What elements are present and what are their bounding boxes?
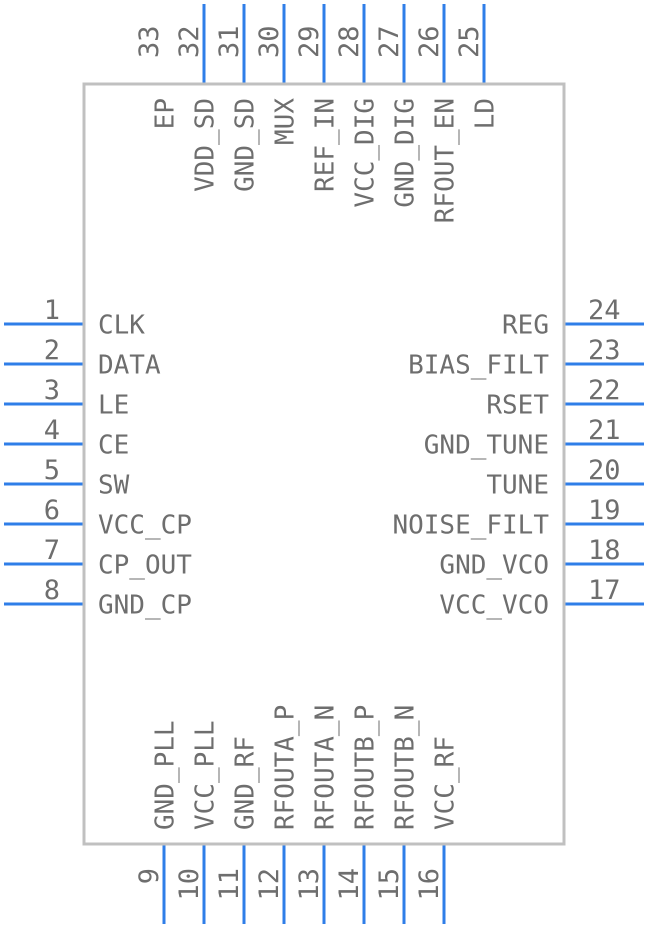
pin-name-20: TUNE [486,471,549,501]
pin-name-10: VCC_PLL [191,720,221,830]
pin-number-12: 12 [254,868,285,901]
pin-name-14: RFOUTB_P [351,705,381,830]
pin-number-6: 6 [44,495,60,526]
pin-name-18: GND_VCO [439,551,549,581]
pin-name-25: LD [471,98,501,129]
pin-number-30: 30 [254,25,285,58]
pin-name-4: CE [98,431,129,461]
pin-name-15: RFOUTB_N [391,705,421,830]
pin-number-14: 14 [334,868,365,901]
pin-name-8: GND_CP [98,591,192,621]
pin-name-13: RFOUTA_N [311,705,341,830]
pin-name-23: BIAS_FILT [408,351,549,381]
pin-name-29: REF_IN [311,98,341,192]
pin-number-11: 11 [214,868,245,901]
pin-number-13: 13 [294,868,325,901]
pin-number-24: 24 [588,295,621,326]
pin-number-28: 28 [334,25,365,58]
pin-number-27: 27 [374,25,405,58]
pin-name-21: GND_TUNE [424,431,549,461]
pin-number-33: 33 [134,25,165,58]
pin-name-3: LE [98,391,129,421]
pin-number-32: 32 [174,25,205,58]
pin-number-16: 16 [414,868,445,901]
pin-name-7: CP_OUT [98,551,192,581]
pin-number-7: 7 [44,535,60,566]
pin-name-2: DATA [98,351,161,381]
pin-number-22: 22 [588,375,621,406]
pin-number-15: 15 [374,868,405,901]
pin-number-31: 31 [214,25,245,58]
pin-number-19: 19 [588,495,621,526]
pin-number-20: 20 [588,455,621,486]
pin-number-17: 17 [588,575,621,606]
pin-number-21: 21 [588,415,621,446]
pin-name-5: SW [98,471,130,501]
pin-name-1: CLK [98,311,145,341]
pin-name-28: VCC_DIG [351,98,381,208]
pin-name-17: VCC_VCO [439,591,549,621]
pin-name-31: GND_SD [231,98,261,192]
pin-name-22: RSET [486,391,549,421]
pin-number-23: 23 [588,335,621,366]
pin-number-8: 8 [44,575,60,606]
pin-name-16: VCC_RF [431,736,461,830]
pin-number-2: 2 [44,335,60,366]
pin-number-10: 10 [174,868,205,901]
pin-name-6: VCC_CP [98,511,192,541]
pin-number-5: 5 [44,455,60,486]
pin-name-9: GND_PLL [151,720,181,830]
pin-name-11: GND_RF [231,736,261,830]
pin-number-18: 18 [588,535,621,566]
pin-name-32: VDD_SD [191,98,221,192]
ic-body [82,82,566,846]
pin-number-4: 4 [44,415,60,446]
pin-number-9: 9 [134,868,165,884]
pin-name-26: RFOUT_EN [431,98,461,223]
pin-lines [4,4,644,924]
pin-number-29: 29 [294,25,325,58]
pin-name-24: REG [502,311,549,341]
pin-number-1: 1 [44,295,60,326]
pin-name-19: NOISE_FILT [392,511,549,541]
pin-number-26: 26 [414,25,445,58]
pin-name-27: GND_DIG [391,98,421,208]
pin-name-12: RFOUTA_P [271,705,301,830]
pin-number-25: 25 [454,25,485,58]
pin-name-30: MUX [271,98,301,145]
pin-name-33: EP [151,98,181,129]
pin-number-3: 3 [44,375,60,406]
